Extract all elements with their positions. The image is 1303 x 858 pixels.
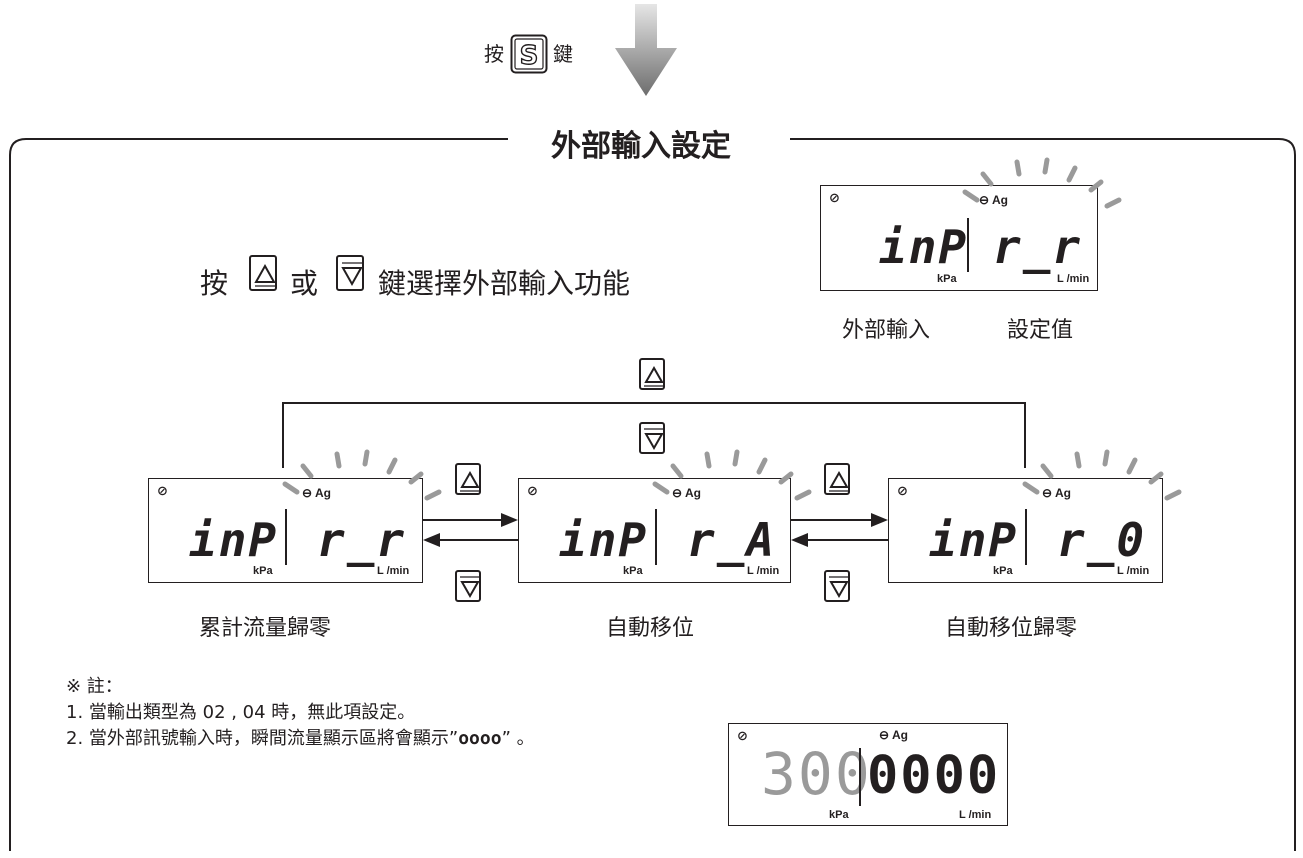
loop-down-key-icon[interactable]	[639, 422, 665, 454]
display-left-value: inP	[559, 513, 649, 567]
display-divider	[967, 218, 969, 272]
press-label: 按	[484, 42, 504, 66]
indicator-label: ⊖ Ag	[1042, 486, 1071, 500]
loop-up-key-icon[interactable]	[639, 358, 665, 390]
s-key-icon[interactable]: S	[510, 34, 548, 74]
blink-rays-icon	[955, 152, 1125, 212]
note-code: oooo	[458, 728, 502, 749]
instruction-rest: 鍵選擇外部輸入功能	[378, 267, 631, 300]
up-key-icon[interactable]	[824, 463, 850, 495]
top-display: ⊘ ⊖ Ag inP r_r kPa L /min	[820, 185, 1098, 291]
caption-display-1: 累計流量歸零	[199, 616, 332, 641]
unit-left: kPa	[829, 809, 849, 821]
caption-display-3: 自動移位歸零	[945, 616, 1078, 641]
section-title: 外部輸入設定	[551, 129, 731, 164]
sensor-icon: ⊘	[897, 484, 908, 499]
unit-left: kPa	[937, 273, 957, 285]
s-key-letter: S	[520, 41, 539, 71]
transition-arrows-2-3	[791, 508, 888, 548]
section-frame	[8, 137, 1297, 853]
display-card-3: ⊘ ⊖ Ag inP r_0 kPa L /min	[888, 478, 1163, 583]
minus-circle-icon: ⊖	[979, 193, 990, 207]
minus-circle-icon: ⊖	[879, 728, 890, 742]
key-suffix-label: 鍵	[553, 42, 573, 66]
down-arrow-icon	[615, 4, 677, 96]
unit-right: L /min	[959, 809, 992, 821]
blink-rays-icon	[1015, 444, 1185, 504]
unit-left: kPa	[253, 565, 273, 577]
sensor-icon: ⊘	[157, 484, 168, 499]
sensor-icon: ⊘	[829, 191, 840, 206]
display-card-2: ⊘ ⊖ Ag inP r_A kPa L /min	[518, 478, 791, 583]
unit-left: kPa	[993, 565, 1013, 577]
down-key-icon[interactable]	[824, 570, 850, 602]
display-left-value: inP	[879, 220, 969, 274]
note-line-2: 2. 當外部訊號輸入時，瞬間流量顯示區將會顯示”oooo” 。	[66, 728, 535, 749]
unit-right: L /min	[1117, 565, 1150, 577]
display-card-1: ⊘ ⊖ Ag inP r_r kPa L /min	[148, 478, 423, 583]
down-key-icon[interactable]	[336, 255, 364, 291]
minus-circle-icon: ⊖	[302, 486, 313, 500]
unit-right: L /min	[377, 565, 410, 577]
display-left-value: inP	[189, 513, 279, 567]
caption-external-input: 外部輸入	[842, 318, 931, 343]
note-line-1: 1. 當輸出類型為 02 , 04 時，無此項設定。	[66, 702, 416, 723]
display-right-value: r_A	[687, 513, 777, 567]
sensor-icon: ⊘	[737, 729, 748, 744]
display-right-value: r_0	[1057, 513, 1147, 567]
up-key-icon[interactable]	[455, 463, 481, 495]
notes-title: ※ 註：	[66, 676, 123, 697]
instruction-or: 或	[290, 267, 319, 300]
caption-setting-value: 設定值	[1007, 318, 1074, 343]
display-right-value: r_r	[317, 513, 407, 567]
display-left-value: inP	[929, 513, 1019, 567]
down-key-icon[interactable]	[455, 570, 481, 602]
caption-display-2: 自動移位	[606, 616, 695, 641]
indicator-label: ⊖ Ag	[879, 728, 908, 742]
minus-circle-icon: ⊖	[672, 486, 683, 500]
instruction-press: 按	[200, 267, 229, 300]
indicator-label: ⊖ Ag	[979, 193, 1008, 207]
example-right-value: 0000	[867, 746, 1001, 806]
display-right-value: r_r	[993, 220, 1083, 274]
blink-rays-icon	[645, 444, 815, 504]
loop-connector	[280, 400, 1030, 470]
transition-arrows-1-2	[423, 508, 518, 548]
blink-rays-icon	[275, 444, 445, 504]
indicator-label: ⊖ Ag	[672, 486, 701, 500]
example-left-value: 300	[761, 740, 872, 808]
example-display: ⊘ ⊖ Ag 300 0000 kPa L /min	[728, 723, 1008, 826]
up-key-icon[interactable]	[249, 255, 277, 291]
indicator-label: ⊖ Ag	[302, 486, 331, 500]
unit-left: kPa	[623, 565, 643, 577]
sensor-icon: ⊘	[527, 484, 538, 499]
unit-right: L /min	[1057, 273, 1090, 285]
minus-circle-icon: ⊖	[1042, 486, 1053, 500]
unit-right: L /min	[747, 565, 780, 577]
